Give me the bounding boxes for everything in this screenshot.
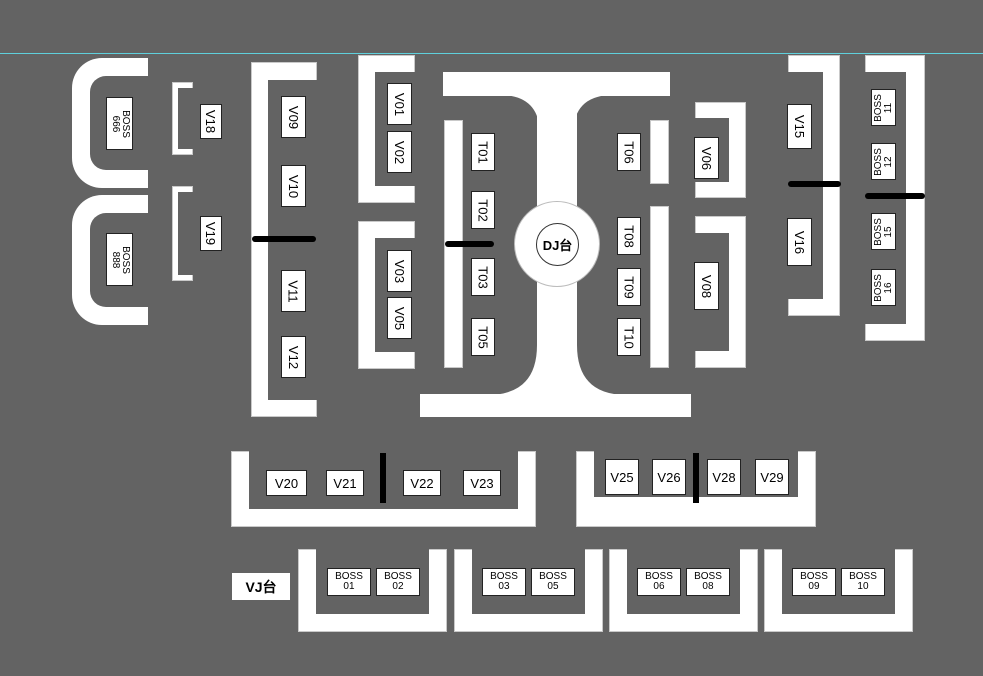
seat-v23[interactable]: V23 (463, 470, 501, 496)
seat-v28[interactable]: V28 (707, 459, 741, 495)
seat-v09[interactable]: V09 (281, 96, 306, 138)
seat-v25[interactable]: V25 (605, 459, 639, 495)
seat-t06[interactable]: T06 (617, 133, 641, 171)
seat-v21[interactable]: V21 (326, 470, 364, 496)
seat-t08[interactable]: T08 (617, 217, 641, 255)
seat-boss-06[interactable]: BOSS 06 (637, 568, 681, 596)
stage-top-curves (443, 95, 670, 135)
guide-line (0, 53, 983, 54)
divider-t01-t05 (445, 241, 494, 247)
seat-v06[interactable]: V06 (694, 137, 719, 179)
seat-boss-888[interactable]: BOSS 888 (106, 233, 133, 286)
seat-v01[interactable]: V01 (387, 83, 412, 125)
dj-booth[interactable]: DJ台 (536, 223, 579, 266)
seat-v20[interactable]: V20 (266, 470, 307, 496)
stage-bottom-curves (487, 345, 627, 395)
seat-v02[interactable]: V02 (387, 131, 412, 173)
seat-boss-10[interactable]: BOSS 10 (841, 568, 885, 596)
divider-boss-12-15 (865, 193, 925, 199)
seat-boss-05[interactable]: BOSS 05 (531, 568, 575, 596)
seat-boss-08[interactable]: BOSS 08 (686, 568, 730, 596)
seat-t05[interactable]: T05 (471, 318, 495, 356)
seat-boss-03[interactable]: BOSS 03 (482, 568, 526, 596)
divider-v10-v11 (252, 236, 316, 242)
stage-bottom-bar (420, 394, 691, 417)
divider-v21-v22 (380, 453, 386, 503)
seat-t01[interactable]: T01 (471, 133, 495, 171)
seat-boss-11[interactable]: BOSS 11 (871, 89, 896, 126)
seat-v26[interactable]: V26 (652, 459, 686, 495)
vj-booth[interactable]: VJ台 (232, 573, 290, 600)
seat-boss-01[interactable]: BOSS 01 (327, 568, 371, 596)
seat-v22[interactable]: V22 (403, 470, 441, 496)
seat-t09[interactable]: T09 (617, 268, 641, 306)
seat-boss-09[interactable]: BOSS 09 (792, 568, 836, 596)
seat-v05[interactable]: V05 (387, 297, 412, 339)
seat-v11[interactable]: V11 (281, 270, 306, 312)
seat-boss-16[interactable]: BOSS 16 (871, 269, 896, 306)
seat-boss-15[interactable]: BOSS 15 (871, 213, 896, 250)
seat-t10[interactable]: T10 (617, 318, 641, 356)
seat-v18[interactable]: V18 (200, 104, 222, 139)
seat-v08[interactable]: V08 (694, 262, 719, 310)
booth-boss-888-sofa (72, 195, 148, 325)
divider-v15-v16 (788, 181, 841, 187)
seat-v10[interactable]: V10 (281, 165, 306, 207)
seat-boss-666[interactable]: BOSS 666 (106, 97, 133, 150)
seat-v15[interactable]: V15 (787, 104, 812, 149)
seat-boss-02[interactable]: BOSS 02 (376, 568, 420, 596)
seat-v29[interactable]: V29 (755, 459, 789, 495)
stage-top-bar (443, 72, 670, 96)
seat-t02[interactable]: T02 (471, 191, 495, 229)
dj-booth-label: DJ台 (542, 238, 573, 253)
seat-v16[interactable]: V16 (787, 218, 812, 266)
divider-v26-v28 (693, 453, 699, 503)
seat-v19[interactable]: V19 (200, 216, 222, 251)
seat-boss-12[interactable]: BOSS 12 (871, 143, 896, 180)
bar-t06 (650, 120, 669, 184)
vj-booth-label: VJ台 (245, 578, 277, 595)
seat-t03[interactable]: T03 (471, 258, 495, 296)
seat-v12[interactable]: V12 (281, 336, 306, 378)
seat-v03[interactable]: V03 (387, 250, 412, 292)
bar-t08-t10 (650, 206, 669, 368)
